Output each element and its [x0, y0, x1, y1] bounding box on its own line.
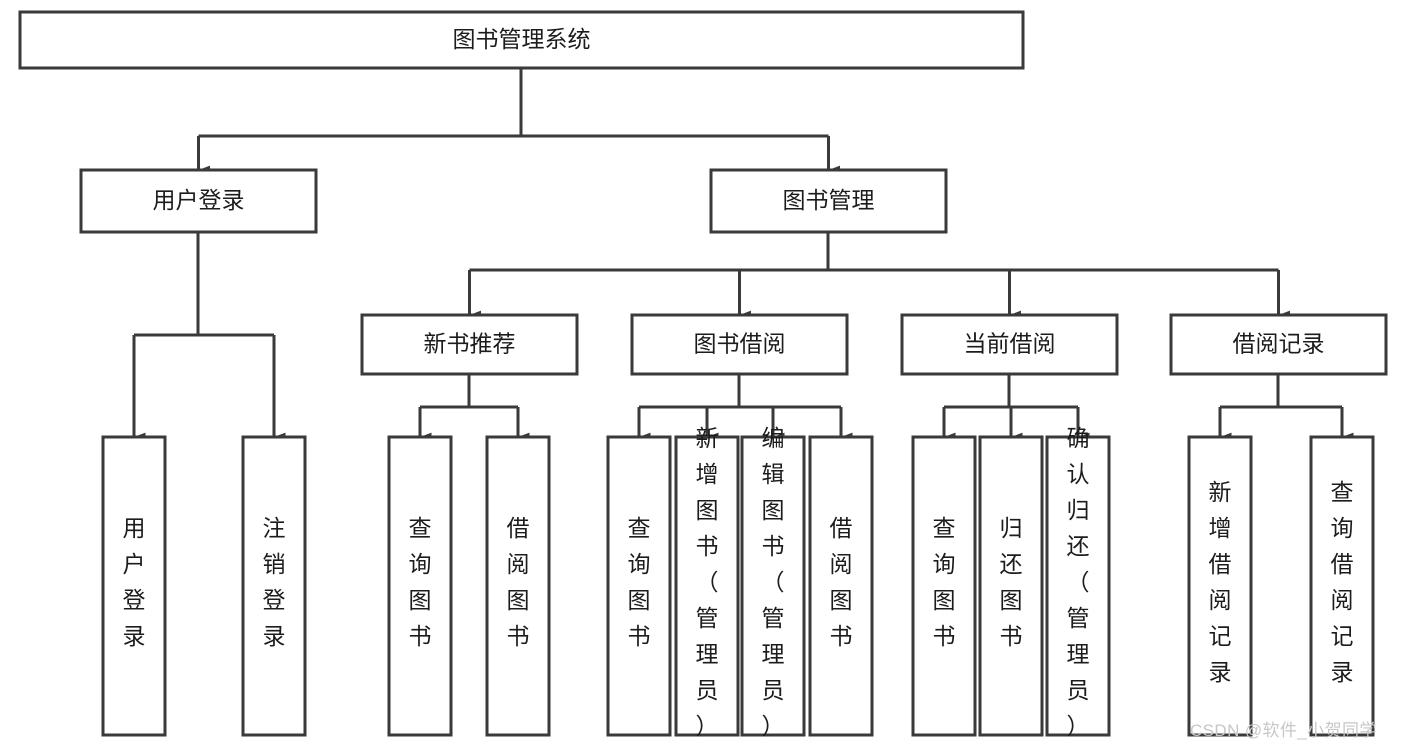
level2-node[interactable]: 新书推荐: [360, 313, 579, 376]
leaf-node[interactable]: 借阅图书: [485, 435, 551, 737]
csdn-watermark: CSDN @软件_小贺同学: [1190, 721, 1377, 740]
level2-label: 当前借阅: [964, 331, 1056, 357]
level2-box[interactable]: [360, 313, 579, 376]
leaf-node[interactable]: 确认归还（管理员）: [1045, 425, 1111, 739]
level1-label: 用户登录: [153, 187, 245, 213]
leaf-box[interactable]: [1045, 435, 1111, 737]
leaf-label: 编辑图书（管理员）: [762, 425, 785, 739]
leaf-label: 注销登录: [263, 515, 286, 649]
level2-label: 图书借阅: [694, 331, 786, 357]
leaf-box[interactable]: [485, 435, 551, 737]
leaf-label: 用户登录: [123, 515, 146, 649]
leaf-box[interactable]: [387, 435, 453, 737]
root-box[interactable]: [18, 10, 1025, 70]
leaf-label: 新增图书（管理员）: [696, 425, 719, 739]
leaf-node[interactable]: 借阅图书: [808, 435, 874, 737]
leaf-box[interactable]: [808, 435, 874, 737]
level2-label: 借阅记录: [1233, 331, 1325, 357]
node-layer: 图书管理系统用户登录图书管理新书推荐图书借阅当前借阅借阅记录用户登录注销登录查询…: [18, 10, 1388, 739]
level2-node[interactable]: 当前借阅: [900, 313, 1119, 376]
level2-box[interactable]: [900, 313, 1119, 376]
root-node[interactable]: 图书管理系统: [18, 10, 1025, 70]
leaf-node[interactable]: 查询图书: [387, 435, 453, 737]
leaf-box[interactable]: [241, 435, 307, 737]
level1-box[interactable]: [709, 168, 948, 234]
leaf-node[interactable]: 查询图书: [911, 435, 977, 737]
leaf-label: 归还图书: [1000, 515, 1023, 649]
level2-node[interactable]: 借阅记录: [1169, 313, 1388, 376]
leaf-box[interactable]: [1187, 435, 1253, 737]
leaf-node[interactable]: 注销登录: [241, 435, 307, 737]
leaf-box[interactable]: [674, 435, 740, 737]
leaf-label: 借阅图书: [507, 515, 530, 649]
level1-node[interactable]: 图书管理: [709, 168, 948, 234]
leaf-label: 新增借阅记录: [1209, 479, 1232, 685]
root-label: 图书管理系统: [453, 26, 591, 52]
level2-node[interactable]: 图书借阅: [630, 313, 849, 376]
level2-label: 新书推荐: [424, 331, 516, 357]
leaf-node[interactable]: 编辑图书（管理员）: [740, 425, 806, 739]
leaf-box[interactable]: [606, 435, 672, 737]
leaf-node[interactable]: 归还图书: [978, 435, 1044, 737]
level1-box[interactable]: [79, 168, 318, 234]
leaf-node[interactable]: 查询借阅记录: [1309, 435, 1375, 737]
level1-label: 图书管理: [783, 187, 875, 213]
leaf-label: 查询图书: [409, 515, 432, 649]
leaf-label: 确认归还（管理员）: [1067, 425, 1090, 739]
leaf-box[interactable]: [740, 435, 806, 737]
level1-node[interactable]: 用户登录: [79, 168, 318, 234]
connector-layer: [132, 68, 1354, 442]
leaf-label: 借阅图书: [830, 515, 853, 649]
level2-box[interactable]: [1169, 313, 1388, 376]
leaf-node[interactable]: 新增借阅记录: [1187, 435, 1253, 737]
leaf-node[interactable]: 查询图书: [606, 435, 672, 737]
leaf-box[interactable]: [101, 435, 167, 737]
leaf-node[interactable]: 新增图书（管理员）: [674, 425, 740, 739]
leaf-label: 查询借阅记录: [1331, 479, 1354, 685]
leaf-box[interactable]: [1309, 435, 1375, 737]
leaf-label: 查询图书: [628, 515, 651, 649]
level2-box[interactable]: [630, 313, 849, 376]
leaf-label: 查询图书: [933, 515, 956, 649]
leaf-box[interactable]: [978, 435, 1044, 737]
leaf-box[interactable]: [911, 435, 977, 737]
leaf-node[interactable]: 用户登录: [101, 435, 167, 737]
